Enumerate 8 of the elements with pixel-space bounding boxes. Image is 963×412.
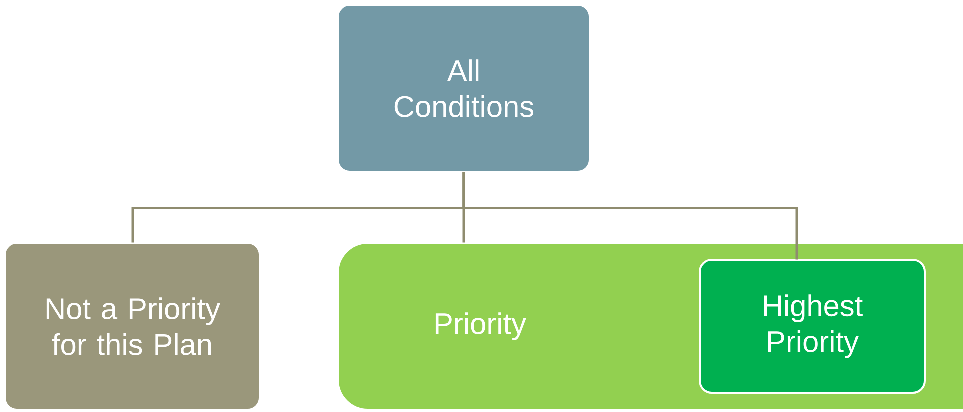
node-label: Highest Priority <box>764 294 863 358</box>
node-label: Priority <box>436 312 526 340</box>
node-label: Not a Priority for this Plan <box>46 298 220 356</box>
process-box <box>4 242 261 411</box>
process-box <box>337 4 591 173</box>
process-box <box>699 259 926 394</box>
node-label: All Conditions <box>394 60 534 118</box>
connector <box>462 172 798 260</box>
